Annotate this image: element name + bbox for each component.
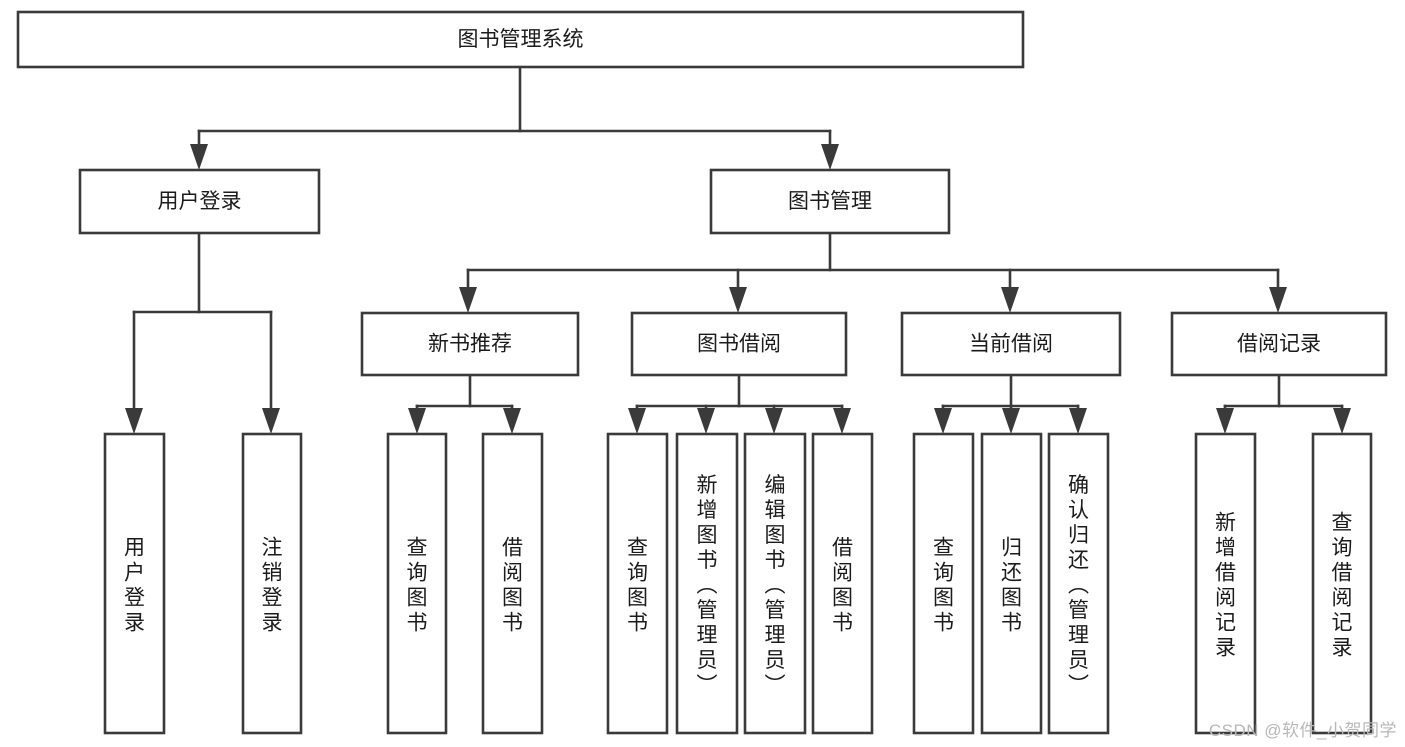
leaf-label: 归还图书 (1001, 537, 1022, 635)
leaf-box[interactable] (241, 432, 303, 735)
leaf-label: 新增图书︵管理员︶ (697, 474, 718, 697)
leaf-node[interactable]: 查询图书 (912, 432, 975, 735)
leaf-box[interactable] (481, 432, 544, 735)
leaf-label: 查询图书 (933, 537, 954, 635)
connector-layer (125, 65, 1351, 434)
group-0-drop-1-arrow-icon (503, 408, 521, 434)
leaf-label: 注销登录 (262, 537, 283, 635)
level3-box[interactable] (900, 311, 1122, 377)
node-layer: 图书管理系统用户登录图书管理新书推荐图书借阅当前借阅借阅记录用户登录注销登录查询… (16, 10, 1388, 735)
leaf-box[interactable] (912, 432, 975, 735)
root-drop-0-arrow-icon (190, 144, 208, 170)
group-3-drop-0-arrow-icon (1216, 408, 1234, 434)
leaf-box[interactable] (1194, 432, 1257, 735)
level2-node[interactable]: 用户登录 (78, 168, 321, 235)
leaf-box[interactable] (606, 432, 669, 735)
level3-box[interactable] (360, 311, 580, 377)
leaf-label: 查询图书 (627, 537, 648, 635)
group-2-drop-2-arrow-icon (1069, 408, 1087, 434)
root-label: 图书管理系统 (458, 28, 584, 51)
leaf-box[interactable] (980, 432, 1043, 735)
leaf-box[interactable] (1047, 432, 1110, 735)
leaf-node[interactable]: 确认归还︵管理员︶ (1047, 432, 1110, 735)
root-node[interactable]: 图书管理系统 (16, 10, 1025, 69)
level2-box[interactable] (709, 168, 951, 235)
level3-label: 当前借阅 (969, 333, 1053, 356)
group-1-drop-3-arrow-icon (833, 408, 851, 434)
leaf-box[interactable] (675, 432, 739, 735)
leaf-node[interactable]: 注销登录 (241, 432, 303, 735)
level3-node[interactable]: 当前借阅 (900, 311, 1122, 377)
leaf-node[interactable]: 新增借阅记录 (1194, 432, 1257, 735)
group-1-drop-0-arrow-icon (628, 408, 646, 434)
leaf-node[interactable]: 借阅图书 (481, 432, 544, 735)
leaf-node[interactable]: 编辑图书︵管理员︶ (743, 432, 807, 735)
leaf-box[interactable] (811, 432, 874, 735)
login-drop-0-arrow-icon (125, 408, 143, 434)
leaf-node[interactable]: 借阅图书 (811, 432, 874, 735)
leaf-label: 编辑图书︵管理员︶ (765, 474, 786, 697)
manage-drop-1-arrow-icon (729, 287, 747, 313)
group-2-drop-0-arrow-icon (934, 408, 952, 434)
leaf-box[interactable] (743, 432, 807, 735)
level3-box[interactable] (1170, 311, 1388, 377)
level3-node[interactable]: 图书借阅 (630, 311, 848, 377)
leaf-label: 查询借阅记录 (1332, 512, 1353, 660)
level3-label: 图书借阅 (697, 333, 781, 356)
leaf-label: 确认归还︵管理员︶ (1068, 474, 1089, 697)
level2-node[interactable]: 图书管理 (709, 168, 951, 235)
leaf-label: 借阅图书 (502, 537, 523, 635)
level2-label: 用户登录 (158, 190, 242, 213)
group-1-drop-2-arrow-icon (765, 408, 783, 434)
leaf-label: 借阅图书 (832, 537, 853, 635)
level3-node[interactable]: 借阅记录 (1170, 311, 1388, 377)
level2-box[interactable] (78, 168, 321, 235)
group-3-drop-1-arrow-icon (1333, 408, 1351, 434)
leaf-box[interactable] (386, 432, 448, 735)
level3-box[interactable] (630, 311, 848, 377)
leaf-node[interactable]: 查询借阅记录 (1311, 432, 1373, 735)
root-drop-1-arrow-icon (821, 144, 839, 170)
manage-drop-0-arrow-icon (459, 287, 477, 313)
csdn-watermark: CSDN @软件_小贺同学 (1208, 721, 1397, 740)
leaf-label: 查询图书 (407, 537, 428, 635)
login-drop-1-arrow-icon (262, 408, 280, 434)
root-box[interactable] (16, 10, 1025, 69)
leaf-node[interactable]: 新增图书︵管理员︶ (675, 432, 739, 735)
leaf-label: 新增借阅记录 (1215, 512, 1236, 660)
manage-drop-2-arrow-icon (1001, 287, 1019, 313)
manage-drop-3-arrow-icon (1269, 287, 1287, 313)
level2-label: 图书管理 (788, 190, 872, 213)
leaf-label: 用户登录 (124, 537, 145, 635)
group-0-drop-0-arrow-icon (408, 408, 426, 434)
level3-node[interactable]: 新书推荐 (360, 311, 580, 377)
level3-label: 借阅记录 (1237, 333, 1321, 356)
leaf-box[interactable] (103, 432, 166, 735)
leaf-node[interactable]: 归还图书 (980, 432, 1043, 735)
leaf-box[interactable] (1311, 432, 1373, 735)
leaf-node[interactable]: 用户登录 (103, 432, 166, 735)
leaf-node[interactable]: 查询图书 (606, 432, 669, 735)
group-1-drop-1-arrow-icon (697, 408, 715, 434)
group-2-drop-1-arrow-icon (1002, 408, 1020, 434)
leaf-node[interactable]: 查询图书 (386, 432, 448, 735)
level3-label: 新书推荐 (428, 333, 512, 356)
